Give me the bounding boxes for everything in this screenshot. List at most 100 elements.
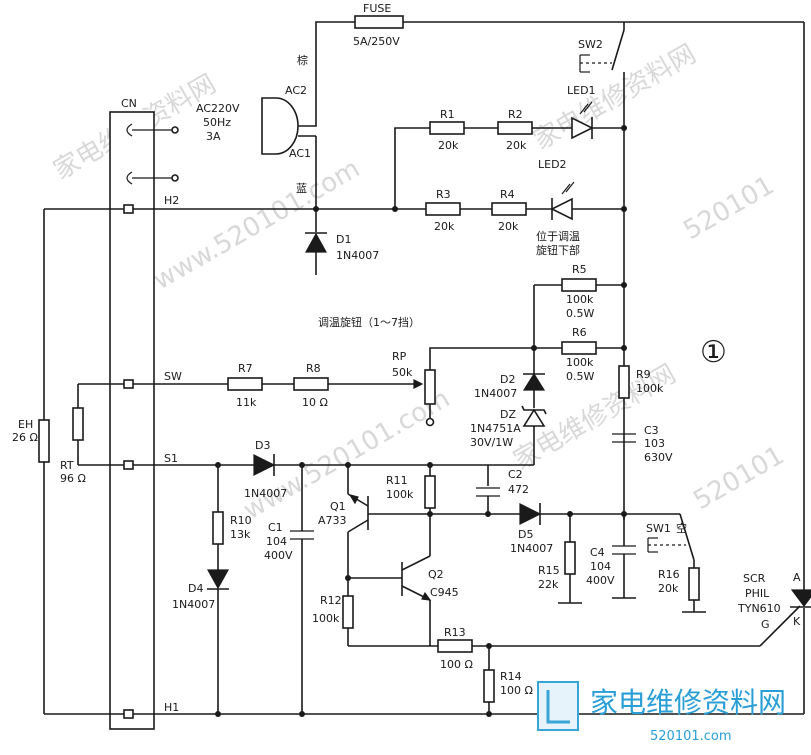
r6-value: 100k [566, 356, 594, 369]
r10-label: R10 [230, 514, 252, 527]
c2-value: 472 [508, 483, 529, 496]
r12-value: 100k [312, 612, 340, 625]
r9-value: 100k [636, 382, 664, 395]
r3-label: R3 [436, 188, 451, 201]
c3-value: 103 [644, 437, 665, 450]
d5-label: D5 [518, 528, 533, 541]
r9-c3-branch: R9 100k C3 103 630V [612, 365, 673, 464]
c1-value: 104 [266, 535, 287, 548]
r16-label: R16 [658, 568, 680, 581]
ac2-label: AC2 [285, 84, 307, 97]
d1-label: D1 [336, 233, 351, 246]
transistor-stage: Q1 A733 R11 100k Q2 C945 R12 100k R13 10… [312, 465, 760, 714]
led1-label: LED1 [567, 84, 596, 97]
circuit-marker: ① [700, 335, 727, 370]
diode-d1: D1 1N4007 [304, 209, 379, 275]
rt-value: 96 Ω [60, 472, 86, 485]
d1-value: 1N4007 [336, 249, 379, 262]
watermark: www.520101.com [239, 384, 456, 526]
knob-title: 调温旋钮（1～7挡） [318, 315, 420, 329]
led2-note-line1: 位于调温 [536, 229, 580, 243]
watermark: 家电维修资料网 [529, 39, 702, 156]
heater-element: EH 26 Ω [12, 208, 124, 715]
fuse-label: FUSE [363, 2, 391, 15]
brown-wire-label: 棕 [297, 53, 308, 67]
led2-note-line2: 旋钮下部 [536, 243, 580, 257]
watermark: www.520101.com [149, 154, 366, 296]
led1-branch: LED1 R1 20k R2 20k [394, 84, 624, 209]
scr-gate-label: G [761, 618, 770, 631]
c2-label: C2 [508, 468, 523, 481]
c4-voltage: 400V [586, 574, 615, 587]
r8-value: 10 Ω [302, 396, 328, 409]
scr-thyristor: SCR PHIL TYN610 G A K [737, 571, 811, 647]
r5-power: 0.5W [566, 307, 594, 320]
sw1-label: SW1 [646, 522, 671, 535]
junction-dots [215, 125, 627, 717]
led2-branch: LED2 位于调温 旋钮下部 R3 20k R4 20k [133, 158, 624, 257]
r15-label: R15 [538, 564, 560, 577]
pin-label-sw: SW [164, 370, 182, 383]
dz-label: DZ [500, 408, 516, 421]
c3-voltage: 630V [644, 451, 673, 464]
q2-label: Q2 [428, 568, 444, 581]
r1-label: R1 [440, 108, 455, 121]
d3-value: 1N4007 [244, 487, 287, 500]
sw1-note: 空 [676, 521, 687, 535]
sw-control-line: R7 11k R8 10 Ω RP 50k 调温旋钮（1～7挡） [133, 315, 436, 427]
q1-value: A733 [318, 514, 347, 527]
led2-label: LED2 [538, 158, 567, 171]
r6-label: R6 [572, 326, 587, 339]
logo-url: 520101.com [650, 729, 732, 744]
rt-label: RT [60, 459, 74, 472]
dz-power: 30V/1W [470, 436, 513, 449]
r9-label: R9 [636, 368, 651, 381]
watermark-layer: 家电维修资料网 www.520101.com 家电维修资料网 520101 ww… [49, 39, 790, 526]
r8-label: R8 [306, 362, 321, 375]
blue-wire-label: 蓝 [296, 182, 307, 195]
c1-voltage: 400V [264, 549, 293, 562]
q1-label: Q1 [330, 500, 346, 513]
r7-value: 11k [236, 396, 257, 409]
c4-value: 104 [590, 560, 611, 573]
mains-frequency: 50Hz [203, 116, 231, 129]
fuse-rating: 5A/250V [353, 35, 400, 48]
scr-brand: PHIL [745, 587, 770, 600]
eh-label: EH [18, 418, 33, 431]
r4-value: 20k [498, 220, 519, 233]
r5-value: 100k [566, 293, 594, 306]
r3-value: 20k [434, 220, 455, 233]
d2-value: 1N4007 [474, 387, 517, 400]
r5-label: R5 [572, 263, 587, 276]
d4-label: D4 [188, 582, 203, 595]
r4-label: R4 [500, 188, 515, 201]
r12-label: R12 [320, 594, 342, 607]
scr-model: TYN610 [737, 602, 781, 615]
r13-label: R13 [444, 626, 466, 639]
c4-label: C4 [590, 546, 605, 559]
watermark: 520101 [679, 170, 780, 246]
d3-label: D3 [255, 439, 270, 452]
c1-label: C1 [268, 521, 283, 534]
r2-label: R2 [508, 108, 523, 121]
r13-value: 100 Ω [440, 658, 473, 671]
s1-line: D3 1N4007 R10 13k D4 1N4007 C1 104 400V [133, 439, 535, 714]
r11-label: R11 [386, 474, 408, 487]
connector-cn: CN H2 SW S1 H1 [109, 97, 182, 730]
c3-label: C3 [644, 424, 659, 437]
scr-label: SCR [743, 572, 766, 585]
ac1-label: AC1 [289, 147, 311, 160]
q2-value: C945 [430, 586, 459, 599]
r5-r6-zener-group: R5 100k 0.5W R6 100k 0.5W D2 1N4007 DZ 1… [429, 263, 624, 449]
mains-voltage: AC220V [196, 102, 240, 115]
scr-cathode-label: K [793, 615, 801, 628]
d2-label: D2 [500, 373, 515, 386]
watermark: 520101 [689, 440, 790, 516]
site-logo: 家电维修资料网 520101.com [537, 681, 786, 744]
pin-label-s1: S1 [164, 452, 178, 465]
connector-label: CN [121, 97, 137, 110]
r7-label: R7 [238, 362, 253, 375]
r1-value: 20k [438, 139, 459, 152]
r6-power: 0.5W [566, 370, 594, 383]
